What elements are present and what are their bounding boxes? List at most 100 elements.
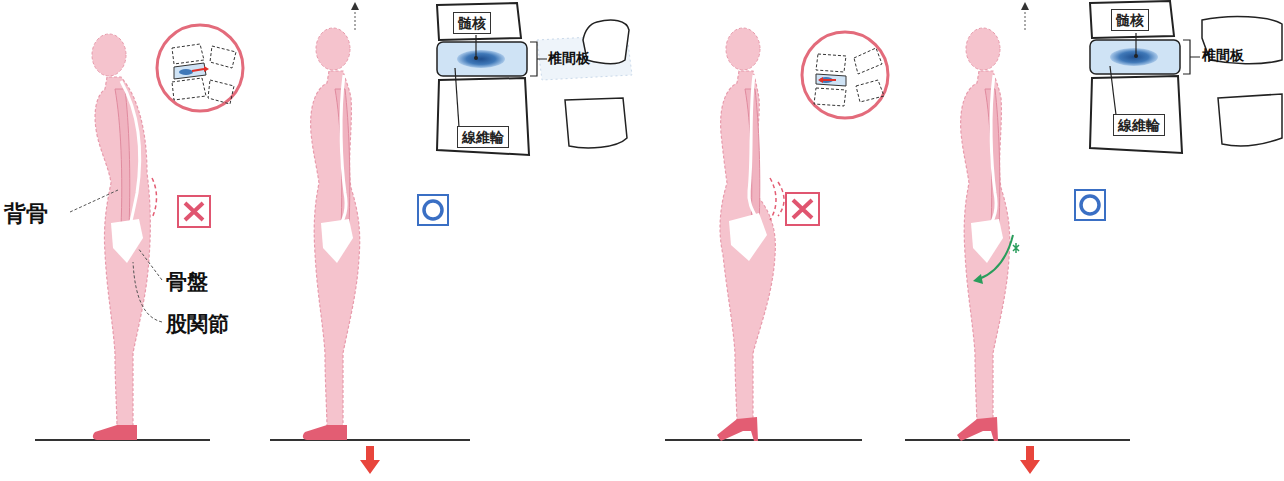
good-mark (1075, 190, 1105, 220)
part-name: 椎間板 (1202, 47, 1244, 65)
curve-mark (152, 178, 157, 218)
shoe (957, 417, 998, 441)
figure-slouched (92, 34, 150, 440)
vertebra-sketch (814, 88, 846, 106)
vertebra-sketch (854, 48, 882, 74)
down-arrow (1020, 446, 1040, 474)
part-label: 髄核 (1116, 11, 1144, 29)
mark-box (418, 195, 448, 225)
plumb-line (355, 8, 356, 30)
part-label: 線維輪 (1118, 116, 1160, 134)
bad-mark (786, 193, 819, 225)
leader-dot (1134, 54, 1138, 58)
leader-line (70, 190, 118, 212)
head (966, 28, 1000, 70)
circle-mark (424, 201, 442, 219)
star-mark (1013, 243, 1019, 253)
arrow-head (204, 66, 209, 72)
nucleus (457, 50, 505, 68)
leader-line (1135, 33, 1136, 56)
floor-line (905, 439, 1130, 441)
vertebra-side (1218, 94, 1282, 146)
curve-mark (770, 178, 784, 220)
vertebra (1090, 1, 1174, 38)
part-name: 背骨 (4, 199, 48, 229)
body-silhouette (95, 77, 150, 428)
up-arrow (351, 2, 359, 10)
vertebra-sketch (856, 80, 884, 102)
disc-inset (437, 3, 632, 155)
part-name: 骨盤 (166, 268, 208, 296)
push-arrow (192, 69, 204, 71)
mark-box (1075, 190, 1105, 220)
part-name: 椎間板 (548, 50, 590, 68)
vertebra-sketch (816, 54, 846, 72)
floor-line (665, 439, 862, 441)
floor-line (270, 439, 470, 441)
disc-sketch (816, 74, 846, 86)
part-name: 股関節 (166, 310, 229, 338)
disc-inset (1090, 1, 1282, 153)
spine (339, 75, 346, 228)
figure-upright (303, 28, 360, 440)
push-arrow (822, 79, 836, 81)
pelvis (729, 213, 767, 261)
arrow-head (818, 77, 823, 83)
inset-outline (157, 25, 243, 111)
vertebra-sketch (210, 46, 236, 68)
mark-box (178, 196, 210, 227)
disc-sketch (174, 63, 206, 79)
leader-line (1110, 66, 1116, 115)
nucleus (1110, 48, 1158, 66)
body-silhouette (720, 71, 775, 423)
vertebra-sketch (172, 78, 206, 100)
spine (121, 81, 140, 228)
inset-outline (802, 32, 888, 118)
pelvis (971, 219, 1003, 263)
figure-upright-heels (957, 28, 1019, 441)
bracket (530, 42, 547, 76)
leader-dot (474, 56, 478, 60)
down-arrow (360, 446, 380, 474)
shoe (93, 425, 137, 440)
vertebra (1090, 76, 1182, 153)
cross-mark (185, 203, 203, 220)
inset-circle (157, 25, 243, 111)
figure-swayback (717, 28, 775, 441)
vertebra (437, 3, 521, 40)
body-silhouette (311, 71, 360, 428)
pelvis (321, 219, 353, 263)
part-label: 髄核 (458, 14, 486, 32)
plumb-line (1025, 8, 1026, 30)
vertebra-sketch (208, 80, 234, 104)
disc (1090, 40, 1180, 74)
leader-line (475, 35, 476, 58)
part-label-box: 髄核 (1111, 9, 1149, 31)
mark-box (786, 193, 819, 225)
nucleus-sketch (179, 69, 193, 75)
pelvis (111, 219, 143, 263)
bad-mark (178, 196, 210, 227)
shoe (717, 417, 758, 441)
part-label: 線維輪 (462, 128, 504, 146)
bracket (1183, 40, 1200, 74)
spine (989, 75, 996, 228)
tilt-arrow (979, 235, 1013, 279)
disc (437, 42, 527, 76)
part-label-box: 線維輪 (1113, 114, 1165, 136)
part-label-box: 線維輪 (457, 126, 509, 148)
head (92, 34, 126, 76)
spine (749, 75, 761, 228)
vertebra-side (565, 98, 627, 148)
head (726, 28, 760, 70)
leader-line (133, 262, 162, 322)
vertebra (437, 78, 529, 155)
leader-line (455, 68, 459, 127)
circle-mark (1081, 196, 1099, 214)
up-arrow (1021, 2, 1029, 10)
body-silhouette (961, 71, 1010, 428)
part-label-box: 髄核 (453, 12, 491, 34)
